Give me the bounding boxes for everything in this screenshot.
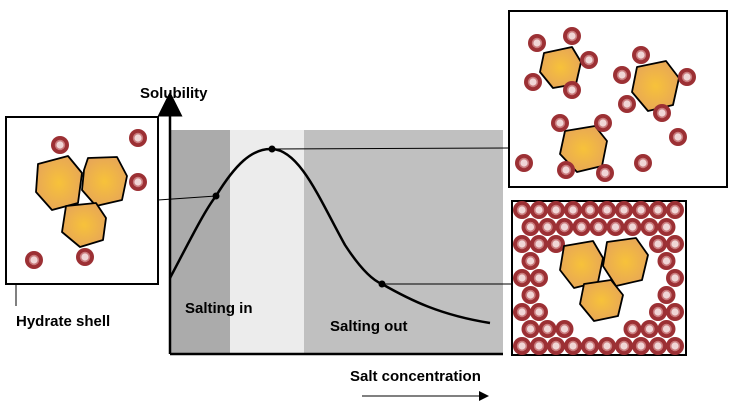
salt-ion	[513, 201, 531, 219]
salt-ion	[563, 81, 581, 99]
salt-ion	[623, 218, 642, 236]
low-salt-panel	[5, 116, 159, 285]
salt-ion	[513, 303, 531, 321]
hydrate-shell-label: Hydrate shell	[16, 313, 110, 330]
salt-ion	[557, 161, 575, 179]
salt-ion	[513, 235, 531, 253]
salt-ion	[649, 235, 667, 253]
salt-ion	[653, 104, 671, 122]
plot-salting-in-highlight	[230, 130, 304, 354]
salt-ion	[580, 51, 598, 69]
salt-ion	[513, 269, 531, 287]
salt-ion	[564, 337, 582, 355]
salt-ion	[528, 34, 546, 52]
y-axis-label: Solubility	[140, 85, 208, 102]
salt-ion	[530, 235, 548, 253]
salt-ion	[598, 337, 616, 355]
salt-ion	[547, 235, 565, 253]
salt-ion	[666, 235, 684, 253]
salt-ion	[632, 337, 650, 355]
salt-ion	[521, 218, 540, 236]
salt-ion	[615, 201, 633, 219]
protein-molecule	[602, 237, 649, 287]
salt-ion	[581, 201, 599, 219]
salt-ion	[513, 337, 531, 355]
salt-ion	[634, 154, 652, 172]
salt-ion	[564, 201, 582, 219]
salt-ion	[51, 136, 69, 154]
salt-ion	[572, 218, 591, 236]
salt-ion	[581, 337, 599, 355]
salt-ion	[666, 337, 684, 355]
salt-ion	[594, 114, 612, 132]
salt-ion	[515, 154, 533, 172]
protein-molecule	[35, 155, 83, 211]
solubility-curve	[168, 147, 491, 325]
salt-ion	[657, 252, 676, 270]
salt-ion	[666, 269, 684, 287]
salt-ion	[666, 201, 684, 219]
salting-in-panel	[508, 10, 728, 188]
salt-ion	[623, 320, 642, 338]
salt-ion	[640, 320, 659, 338]
salt-ion	[618, 95, 636, 113]
salt-ion	[521, 320, 540, 338]
salt-ion	[530, 201, 548, 219]
x-axis-label: Salt concentration	[350, 368, 481, 385]
salt-ion	[649, 337, 667, 355]
salt-ion	[129, 129, 147, 147]
salting-in-label: Salting in	[185, 300, 253, 317]
salt-ion	[640, 218, 659, 236]
salt-ion	[530, 337, 548, 355]
protein-molecule	[579, 279, 624, 322]
salt-ion	[657, 286, 676, 304]
salt-ion	[538, 320, 557, 338]
salt-ion	[657, 218, 676, 236]
salt-ion	[678, 68, 696, 86]
protein-molecule	[81, 156, 128, 207]
salt-ion	[547, 201, 565, 219]
salt-ion	[129, 173, 147, 191]
connector-peak	[271, 147, 510, 150]
protein-molecule	[631, 60, 680, 112]
salt-ion	[555, 320, 574, 338]
salt-ion	[521, 252, 540, 270]
salt-ion	[598, 201, 616, 219]
connector-left	[157, 195, 217, 201]
salt-ion	[632, 46, 650, 64]
solubility-plot: Salting in Salting out	[157, 91, 503, 356]
salt-ion	[76, 248, 94, 266]
salt-ion	[521, 286, 540, 304]
salt-ion	[563, 27, 581, 45]
salt-ion	[606, 218, 625, 236]
salt-ion	[613, 66, 631, 84]
plot-left-shade	[170, 130, 230, 354]
salt-ion	[25, 251, 43, 269]
salting-out-panel	[511, 200, 687, 356]
salt-ion	[669, 128, 687, 146]
salt-ion	[547, 337, 565, 355]
salt-ion	[551, 114, 569, 132]
salt-ion	[538, 218, 557, 236]
salt-ion	[649, 303, 667, 321]
salt-ion	[596, 164, 614, 182]
salt-ion	[530, 269, 548, 287]
salt-ion	[589, 218, 608, 236]
salt-ion	[555, 218, 574, 236]
protein-molecule	[61, 202, 107, 248]
salt-ion	[530, 303, 548, 321]
salt-ion	[657, 320, 676, 338]
salt-ion	[615, 337, 633, 355]
salt-ion	[649, 201, 667, 219]
salting-out-label: Salting out	[330, 318, 408, 335]
salt-ion	[632, 201, 650, 219]
salt-ion	[666, 303, 684, 321]
salt-ion	[524, 73, 542, 91]
